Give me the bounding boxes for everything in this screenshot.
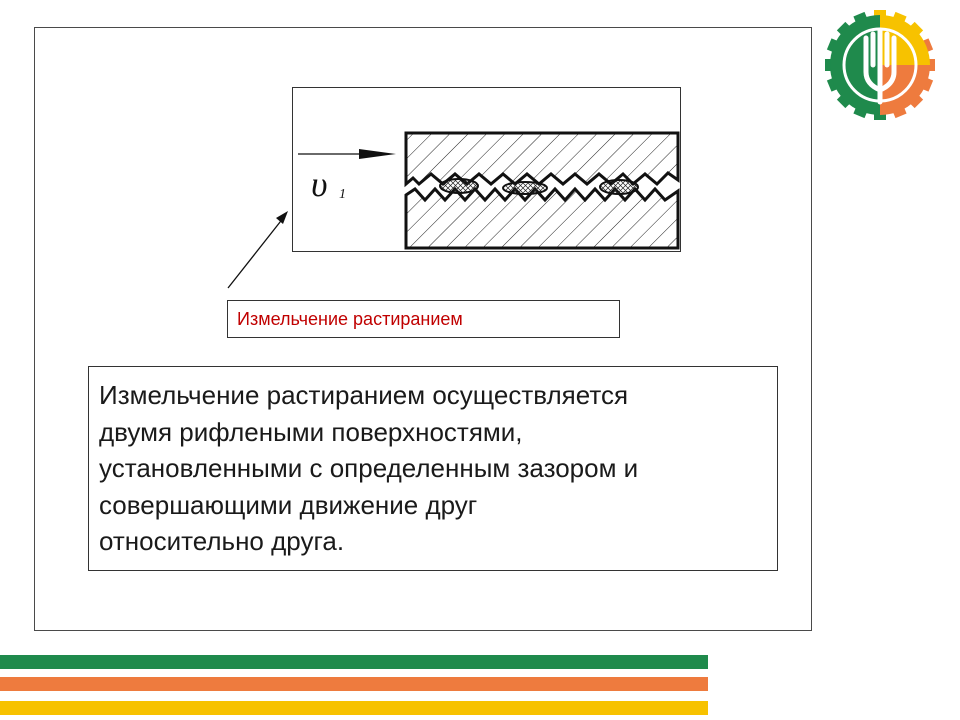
grain-particle-3 bbox=[599, 179, 639, 195]
description-line: установленными с определенным зазором и bbox=[99, 453, 639, 483]
description-line: совершающими движение друг bbox=[99, 489, 478, 520]
description-text: Измельчение растиранием осуществляется д… bbox=[99, 377, 767, 560]
velocity-symbol: υ bbox=[311, 164, 328, 204]
velocity-arrowhead bbox=[359, 149, 396, 159]
description-line: Измельчение растиранием осуществляется bbox=[99, 380, 629, 410]
footer-stripe-orange bbox=[0, 677, 708, 691]
caption-box: Измельчение растиранием bbox=[227, 300, 620, 338]
upper-grooved-surface bbox=[404, 131, 680, 188]
slide-frame bbox=[34, 27, 812, 631]
footer-stripe-green bbox=[0, 655, 708, 669]
velocity-subscript: 1 bbox=[339, 187, 346, 202]
description-line: относительно друга. bbox=[99, 526, 345, 556]
grinding-diagram-box: υ 1 bbox=[292, 87, 681, 252]
description-box: Измельчение растиранием осуществляется д… bbox=[88, 366, 778, 571]
footer-stripe-yellow bbox=[0, 701, 708, 715]
gear-wheat-logo-icon bbox=[825, 10, 935, 120]
description-line: двумя рифлеными поверхностями, bbox=[99, 416, 523, 447]
grain-particle-1 bbox=[439, 178, 479, 194]
grinding-diagram: υ 1 bbox=[298, 131, 680, 250]
grain-particle-2 bbox=[502, 181, 548, 195]
lower-grooved-surface bbox=[404, 186, 680, 250]
pointer-arrow bbox=[227, 211, 288, 289]
caption-text: Измельчение растиранием bbox=[237, 308, 463, 329]
